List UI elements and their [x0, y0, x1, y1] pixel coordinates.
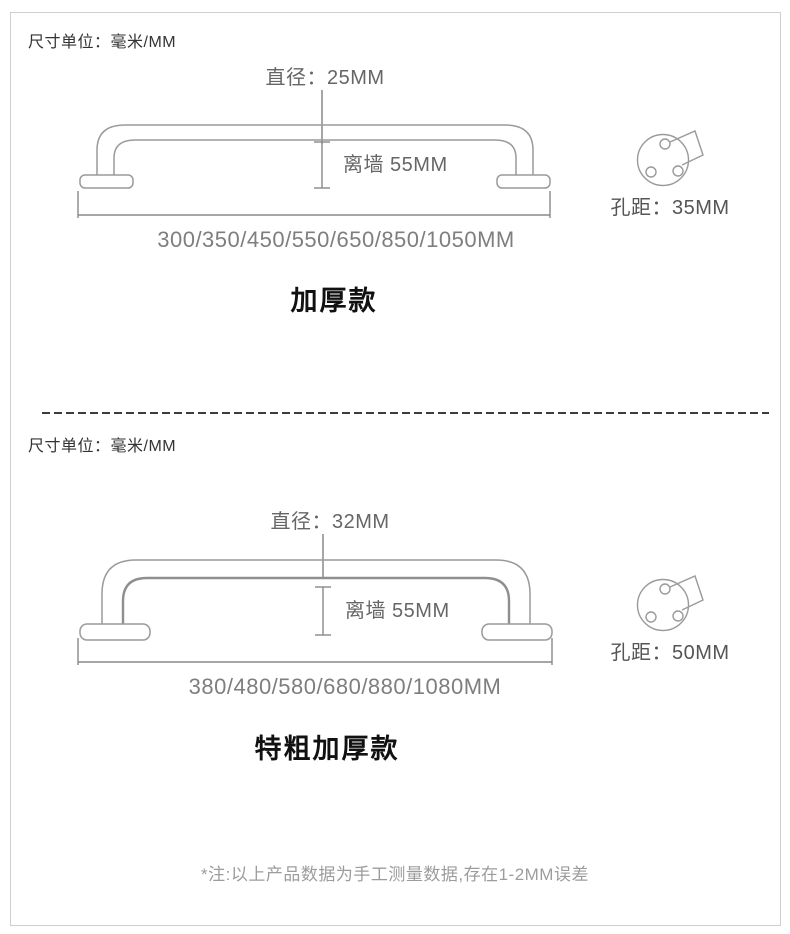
flange-circle	[636, 578, 690, 632]
diameter-label: 直径：32MM	[270, 511, 390, 533]
screw-hole-icon	[645, 611, 657, 623]
wall-distance-label: 离墙 55MM	[345, 599, 450, 622]
mounting-flange-left	[79, 623, 151, 641]
grab-bar-inner-line	[113, 139, 517, 177]
length-options-label: 300/350/450/550/650/850/1050MM	[157, 227, 515, 252]
flange-circle	[636, 133, 690, 187]
hole-distance-marker-icon	[669, 575, 704, 611]
length-dimension-line	[77, 638, 553, 665]
screw-hole-icon	[659, 138, 671, 150]
mounting-flange-right	[496, 174, 551, 189]
hole-distance-label: 孔距：35MM	[610, 196, 729, 219]
screw-hole-icon	[672, 610, 684, 622]
unit-label: 尺寸单位：毫米/MM	[28, 438, 177, 455]
grab-bar-inner-line	[121, 576, 511, 624]
length-options-label: 380/480/580/680/880/1080MM	[189, 674, 502, 699]
wall-distance-label: 离墙 55MM	[343, 153, 448, 176]
page-frame	[10, 12, 781, 926]
grab-bar-diagram: 离墙 55MM 300/350/450/550/650/850/1050MM 孔…	[77, 90, 729, 252]
section-divider	[42, 412, 769, 414]
flange-face-icon	[636, 575, 704, 632]
variant-title: 特粗加厚款	[254, 734, 400, 764]
mounting-flange-right	[481, 623, 553, 641]
grab-bar-outer-line	[96, 124, 534, 177]
screw-hole-icon	[645, 166, 657, 178]
screw-hole-icon	[659, 583, 671, 595]
wall-distance-dimension	[315, 586, 331, 636]
grab-bar-outer-line	[101, 559, 531, 624]
hole-distance-marker-icon	[669, 130, 704, 166]
footer-note: *注:以上产品数据为手工测量数据,存在1-2MM误差	[201, 865, 589, 884]
screw-hole-icon	[672, 165, 684, 177]
variant-title: 加厚款	[290, 286, 378, 316]
length-dimension-line	[77, 191, 551, 218]
unit-label: 尺寸单位：毫米/MM	[28, 34, 177, 51]
grab-bar-diagram: 离墙 55MM 380/480/580/680/880/1080MM 孔距：50…	[77, 534, 729, 699]
wall-distance-dimension	[314, 141, 330, 189]
mounting-flange-left	[79, 174, 134, 189]
flange-face-icon	[636, 130, 704, 187]
diameter-label: 直径：25MM	[265, 67, 385, 89]
hole-distance-label: 孔距：50MM	[610, 641, 729, 664]
